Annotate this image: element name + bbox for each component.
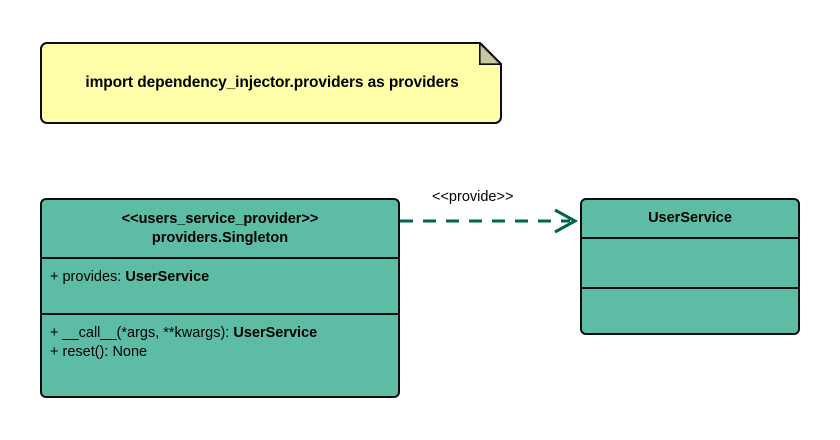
provide-dependency-connector [400, 208, 579, 234]
attribute-type: UserService [125, 269, 210, 285]
uml-note: import dependency_injector.providers as … [40, 42, 502, 124]
note-body [40, 42, 502, 124]
class-operations-compartment [582, 287, 798, 332]
operation-row: + reset(): None [50, 343, 390, 362]
note-text: import dependency_injector.providers as … [85, 74, 459, 91]
class-name: UserService [648, 210, 732, 227]
attribute-row: + provides: UserService [50, 268, 390, 287]
uml-class-users-service-provider[interactable]: <<users_service_provider>> providers.Sin… [40, 198, 400, 398]
attribute-label: + provides: [50, 269, 126, 285]
connector-open-arrowhead-icon [554, 208, 579, 234]
class-stereotype: <<users_service_provider>> [121, 210, 319, 227]
class-header-users-service-provider: <<users_service_provider>> providers.Sin… [42, 200, 398, 257]
operation-row: + __call__(*args, **kwargs): UserService [50, 324, 390, 343]
class-attributes-compartment [582, 237, 798, 287]
class-name: providers.Singleton [151, 229, 289, 246]
class-header-user-service: UserService [582, 200, 798, 237]
operation-label: + reset(): None [50, 344, 148, 361]
operation-label: + __call__(*args, **kwargs): [50, 325, 234, 341]
connector-label: <<provide>> [432, 189, 514, 205]
operation-type: UserService [233, 325, 318, 341]
class-operations-compartment: + __call__(*args, **kwargs): UserService… [42, 313, 398, 395]
uml-class-user-service[interactable]: UserService [580, 198, 800, 335]
class-attributes-compartment: + provides: UserService [42, 257, 398, 313]
